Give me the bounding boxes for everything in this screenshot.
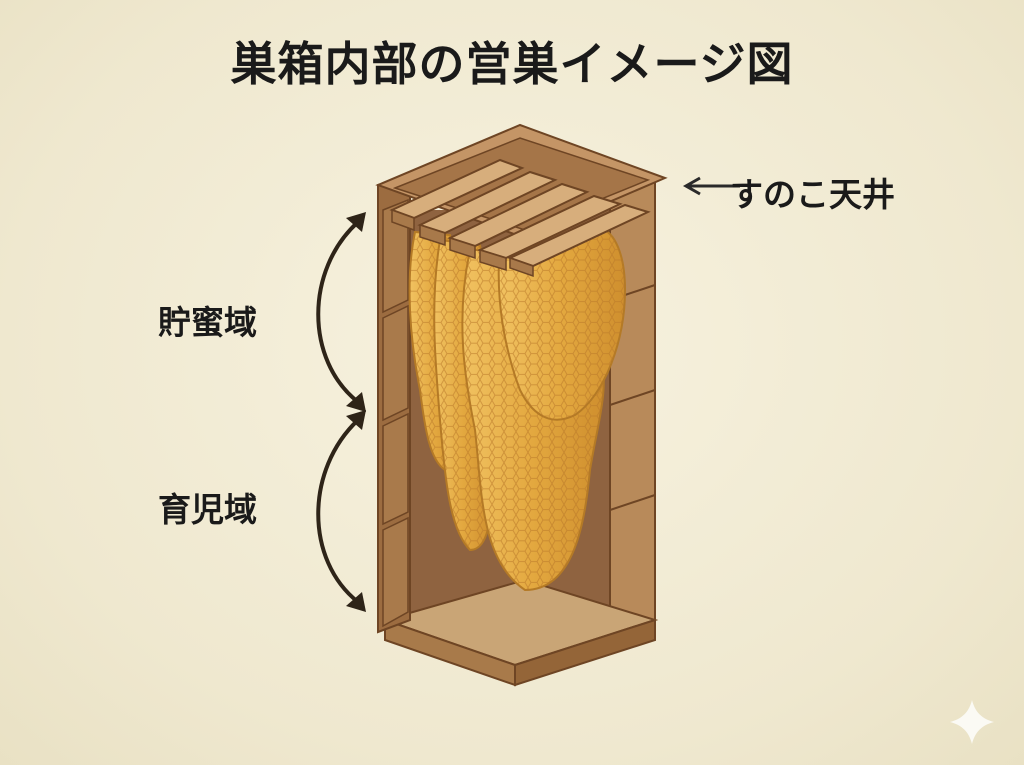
brood-zone-label: 育児域 <box>158 490 257 529</box>
honey-zone-label: 貯蜜域 <box>158 303 257 342</box>
honey-zone-arrow <box>316 212 366 412</box>
top-slat-label: すのこ天井 <box>730 175 895 214</box>
honeycombs <box>408 226 627 592</box>
top-slat-arrow <box>682 176 740 196</box>
slat-ceiling <box>389 158 651 278</box>
brood-zone-arrow <box>316 410 366 612</box>
page-title: 巣箱内部の営巣イメージ図 <box>230 37 794 91</box>
sparkle-icon <box>950 700 994 744</box>
